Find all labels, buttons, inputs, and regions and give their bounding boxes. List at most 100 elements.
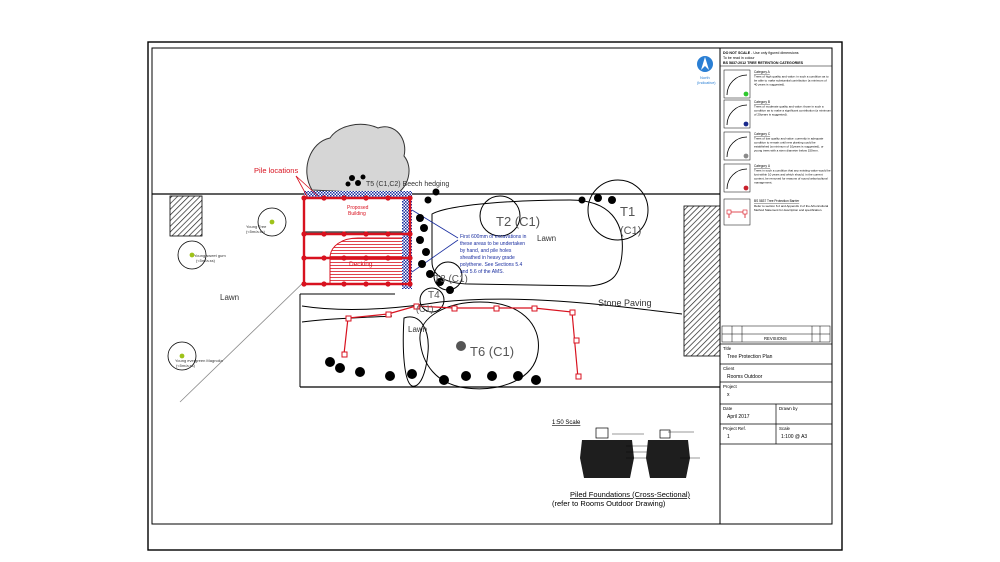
legend-category-text: young trees with a stem diameter below 1… [754,149,819,153]
note-line-4: sheathed in heavy grade [460,255,515,261]
legend-category-text: established (a minimum of 10years is sug… [754,145,824,149]
young-tree-bot [167,341,197,371]
t1-canopy [587,179,649,241]
cross-section-detail: 1:50 Scale Piled Foundations (Cross-Sect… [552,420,700,508]
legend-category-name: Category A [754,70,771,74]
t1-label: T1 [620,204,635,219]
scale-label: Scale [779,426,791,431]
shrub-row [325,188,616,385]
legend-barrier: BS 5837 Tree Protection Barrier Refer to… [723,198,829,226]
young-tree-mid [177,240,207,270]
existing-building-right [683,205,721,357]
legend-category-text: Trees in such a condition that any exist… [754,169,831,173]
t6-stem [456,341,466,351]
inner-frame [151,47,833,525]
read-in-colour-note: To be read in colour [723,56,755,60]
legend-category-dot [743,153,749,159]
note-line-2: these areas to be undertaken [460,241,525,247]
legend-category-text: 40 years is suggested). [754,83,785,87]
existing-building-left [169,195,203,237]
hand-excavation-zone-right [402,197,412,289]
legend-tree-arc [726,104,748,126]
do-not-scale-rest: - Use only figured dimensions [750,51,799,55]
young-tree-mid-label-2: (<5m/a.ss) [196,258,216,263]
footer-title: Piled Foundations (Cross-Sectional) [570,490,691,499]
drawn-by-label: Drawn by [779,406,798,411]
t1-category-label: (C1) [620,225,641,237]
proposed-building-area [295,175,413,289]
lawn-right-label: Lawn [537,234,556,243]
young-tree-bot-label: Young evergreen Magnolia [175,358,223,363]
note-line-1: First 600mm of excavations in [460,234,527,240]
paving-edge [301,298,683,315]
site-plan: Pile locations T5 (C1,C2) Beech hedging … [152,123,721,403]
barrier-text-2: Method Statement for description and spe… [754,208,822,212]
title-block: North (Indicative) DO NOT SCALE - Use on… [697,51,832,445]
legend-category-text: of 20years is suggested). [754,113,788,117]
lawn-left-label: Lawn [220,293,239,302]
young-tree-top-stem [269,219,275,225]
t5-label: T5 (C1,C2) Beech hedging [366,181,449,188]
section-pile-right [646,429,700,478]
lawn-small-label: Lawn [408,325,427,334]
legend-category-text: be able to make substantial contribution… [754,79,827,83]
project-label: Project [723,384,737,389]
t6-canopy [419,301,539,390]
north-sublabel: (Indicative) [697,81,716,85]
north-arrow-pointer-icon [701,57,709,70]
t4-canopy [419,287,445,313]
hand-excavation-zone-top [304,191,412,197]
t2-label: T2 (C1) [496,214,540,229]
legend-category-name: Category B [754,100,770,104]
client-value: Rooms Outdoor [727,374,763,380]
title-value: Tree Protection Plan [727,354,773,360]
date-value: April 2017 [727,414,750,420]
legend-category-text: management. [754,181,773,185]
t2-canopy [479,195,521,237]
pile-leader-1 [295,175,309,199]
t4-category-label: (C1) [416,304,434,314]
proposed-building-label-2: Building [348,211,366,217]
decking-label: Decking [349,261,373,268]
project-ref-label: Project Ref. [723,426,746,431]
legend-category-name: Category C [754,132,771,136]
legend-category-text: context, be removed for reasons of sound… [754,177,828,181]
title-label: Title [723,346,732,351]
revisions-table [721,325,831,343]
bs-categories-heading: BS 5837:2012 TREE RETENTION CATEGORIES [723,61,804,65]
note-leader-2 [411,239,459,273]
legend-category-dot [743,91,749,97]
legend-category-dot [743,121,749,127]
section-pile-left [580,427,650,478]
t3-canopy [433,261,463,291]
scale-1-50-label: 1:50 Scale [552,420,581,426]
note-line-3: by hand, and pile holes [460,248,512,254]
pile-locations-label: Pile locations [254,166,298,175]
do-not-scale-note: DO NOT SCALE - Use only figured dimensio… [723,51,799,55]
excavation-note: First 600mm of excavations in these area… [460,234,527,275]
t4-label: T4 [428,290,440,301]
barrier-heading: BS 5837 Tree Protection Barrier [754,199,800,203]
note-line-5: polythene. See Sections 5.4 [460,262,522,268]
legend-tree-arc [726,136,748,158]
t6-label: T6 (C1) [470,344,514,359]
project-ref-value: 1 [727,434,730,440]
client-label: Client [723,366,735,371]
t3-label: T3 (C1) [434,274,468,285]
project-value: x [727,392,730,398]
young-tree-top-label: Young Tree [246,224,267,229]
revisions-label: REVISIONS [764,336,787,341]
note-line-6: and 5.6 of the AMS. [460,269,504,275]
do-not-scale-bold: DO NOT SCALE [723,51,751,55]
young-tree-bot-stem [179,353,185,359]
north-label: North [700,75,710,80]
legend-category-text: Trees of moderate quality and value: tho… [754,105,824,109]
date-label: Date [723,406,733,411]
barrier-text-1: Refer to section 6.2 and Appendix 3 of t… [754,204,829,208]
stone-paving-label: Stone Paving [598,298,652,308]
pile-markers [301,195,413,287]
young-tree-top [257,207,287,237]
legend-category-text: condition to remain until new planting c… [754,141,816,145]
legend-category-text: Trees of low quality and value: currentl… [754,137,824,141]
young-tree-top-label-2: (<5m/a.ss) [246,229,266,234]
